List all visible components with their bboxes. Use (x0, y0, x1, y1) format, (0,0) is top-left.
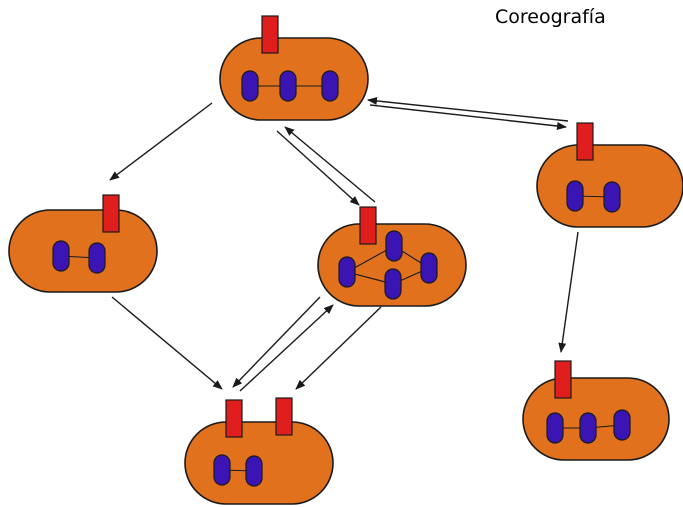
flag-marker (359, 206, 377, 245)
arrow-top-to-left (109, 102, 213, 181)
service-node (88, 242, 106, 274)
arrow-bottom-to-middle (239, 304, 334, 392)
arrow-left-to-bottom (111, 296, 223, 390)
service-node (385, 230, 403, 262)
service-node (213, 454, 231, 486)
diagram-title: Coreografía (495, 6, 606, 28)
arrow-right-to-bottom-right (558, 231, 579, 353)
cell-body (317, 223, 467, 307)
service-node (613, 409, 631, 441)
service-node (245, 455, 263, 487)
service-node (52, 240, 70, 272)
service-node (579, 412, 597, 444)
service-node (241, 70, 259, 102)
service-node (603, 181, 621, 213)
cell-middle (317, 206, 467, 307)
flag-marker (261, 15, 279, 54)
service-node (338, 256, 356, 288)
service-node (420, 252, 438, 284)
arrow-top-to-right (369, 104, 567, 130)
cell-bottom-right (522, 360, 670, 461)
flag-marker (102, 194, 120, 233)
cell-left (8, 194, 158, 293)
service-node (566, 180, 584, 212)
arrow-middle-to-bottom (232, 296, 321, 388)
cell-right (536, 122, 683, 228)
cell-body (8, 209, 158, 293)
flag-marker (554, 360, 572, 399)
service-node (546, 412, 564, 444)
arrow-middle-to-bottom (295, 306, 382, 390)
flag-marker (225, 399, 243, 438)
arrow-right-to-top (367, 96, 569, 122)
service-node (279, 70, 297, 102)
arrow-top-to-middle (276, 130, 360, 206)
cells-layer (8, 15, 683, 505)
service-node (321, 70, 339, 102)
cell-bottom (184, 397, 334, 505)
arrow-middle-to-top (284, 126, 376, 203)
flag-marker (576, 122, 594, 161)
flag-marker (275, 397, 293, 436)
connections-layer (109, 96, 579, 392)
cell-top (219, 15, 369, 121)
service-node (384, 268, 402, 300)
